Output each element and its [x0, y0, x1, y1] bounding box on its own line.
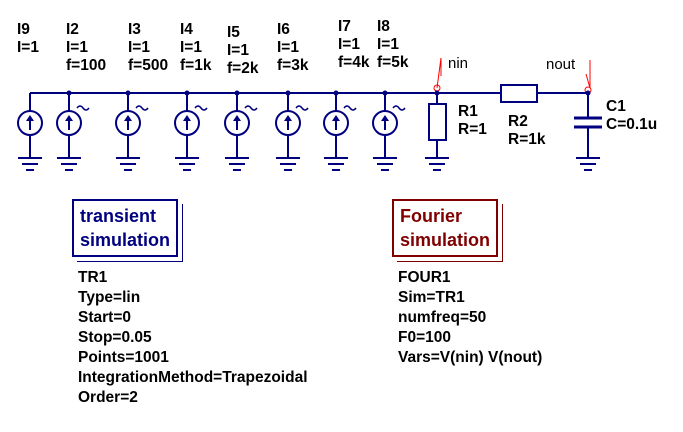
transient-param: Stop=0.05: [78, 329, 152, 346]
junction-nin: [434, 90, 440, 96]
current-source-i2: [56, 90, 90, 171]
current-source-i3: [115, 90, 149, 171]
fourier-param: F0=100: [398, 329, 452, 346]
nin-net-marker: [433, 57, 442, 92]
current-source-i6: [275, 90, 309, 171]
fourier-parameters: FOUR1 Sim=TR1 numfreq=50 F0=100 Vars=V(n…: [398, 268, 542, 368]
fourier-param: FOUR1: [398, 269, 451, 286]
current-source-i9: [17, 93, 43, 171]
transient-title-line2: simulation: [80, 230, 171, 250]
fourier-title-line2: simulation: [400, 230, 491, 250]
fourier-param: numfreq=50: [398, 309, 487, 326]
transient-parameters: TR1 Type=lin Start=0 Stop=0.05 Points=10…: [78, 268, 308, 408]
fourier-param: Sim=TR1: [398, 289, 465, 306]
transient-param: Order=2: [78, 389, 138, 406]
net-label-nout: nout: [546, 56, 576, 73]
nout-net-marker: [584, 60, 592, 94]
fourier-simulation-block[interactable]: Fourier simulation: [392, 199, 499, 257]
transient-param: TR1: [78, 269, 108, 286]
transient-title-line1: transient: [80, 206, 157, 226]
c1-capacitor: [574, 93, 602, 171]
fourier-title-line1: Fourier: [400, 206, 463, 226]
current-source-i4: [174, 90, 208, 171]
transient-param: Type=lin: [78, 289, 141, 306]
transient-param: Points=1001: [78, 349, 169, 366]
junction-nout: [585, 90, 591, 96]
fourier-param: Vars=V(nin) V(nout): [398, 349, 543, 366]
current-source-i7: [323, 90, 357, 171]
current-source-i8: [372, 90, 406, 171]
current-source-i5: [224, 90, 258, 171]
r2-resistor: [500, 84, 538, 103]
net-label-nin: nin: [448, 55, 469, 72]
transient-simulation-block[interactable]: transient simulation: [72, 199, 179, 257]
r1-resistor: [425, 93, 449, 171]
transient-param: IntegrationMethod=Trapezoidal: [78, 369, 308, 386]
transient-param: Start=0: [78, 309, 131, 326]
